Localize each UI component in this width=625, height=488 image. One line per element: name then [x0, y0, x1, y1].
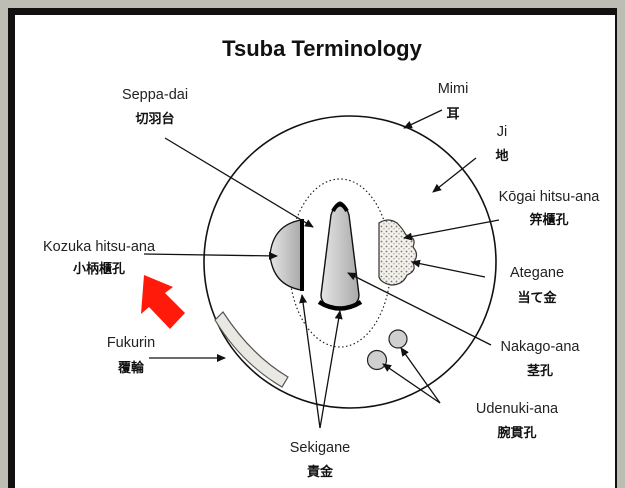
- kozuka-hitsu-ana-hole: [269, 219, 302, 291]
- label-ategane-ja: 当て金: [517, 290, 557, 306]
- leader-lines: [143, 109, 500, 429]
- label-mimi: Mimi: [438, 81, 469, 97]
- label-sekigane: Sekigane: [290, 440, 350, 456]
- label-nakago-ana-ja: 茎孔: [527, 363, 553, 379]
- label-kozuka-hitsu-ana: Kozuka hitsu-ana: [43, 239, 156, 255]
- label-kogai-hitsu-ana-ja: 笄櫃孔: [528, 212, 568, 228]
- label-seppa-dai-ja: 切羽台: [135, 111, 174, 127]
- diagram-title: Tsuba Terminology: [222, 36, 422, 61]
- diagram-canvas: Tsuba Terminology: [15, 15, 615, 488]
- tsuba-outline: [203, 115, 497, 409]
- label-ji-ja: 地: [495, 148, 508, 164]
- udenuki-ana-hole-2: [366, 349, 388, 371]
- label-sekigane-ja: 責金: [307, 464, 334, 480]
- label-kogai-hitsu-ana: Kōgai hitsu-ana: [499, 189, 601, 205]
- label-udenuki-ana-ja: 腕貫孔: [497, 425, 536, 441]
- nakago-ana-hole: [320, 201, 360, 310]
- sekigane-top: [331, 202, 349, 213]
- label-seppa-dai: Seppa-dai: [122, 87, 188, 103]
- label-fukurin-ja: 覆輪: [118, 360, 145, 376]
- fukurin-rim-piece: [214, 311, 289, 388]
- labels: Mimi 耳 Ji 地 Seppa-dai 切羽台 Kōgai hitsu-an…: [43, 81, 600, 480]
- udenuki-ana-hole-1: [388, 329, 408, 349]
- label-kozuka-hitsu-ana-ja: 小柄櫃孔: [73, 261, 125, 277]
- label-ji: Ji: [497, 124, 507, 140]
- label-nakago-ana: Nakago-ana: [501, 339, 581, 355]
- label-udenuki-ana: Udenuki-ana: [476, 401, 559, 417]
- kogai-hitsu-ana-hole: [378, 219, 418, 286]
- sekigane-bottom: [317, 300, 363, 311]
- label-fukurin: Fukurin: [107, 335, 155, 351]
- label-mimi-ja: 耳: [446, 107, 459, 122]
- highlight-arrow: [141, 275, 185, 329]
- label-ategane: Ategane: [510, 265, 564, 281]
- tsuba-diagram: Tsuba Terminology: [43, 36, 600, 480]
